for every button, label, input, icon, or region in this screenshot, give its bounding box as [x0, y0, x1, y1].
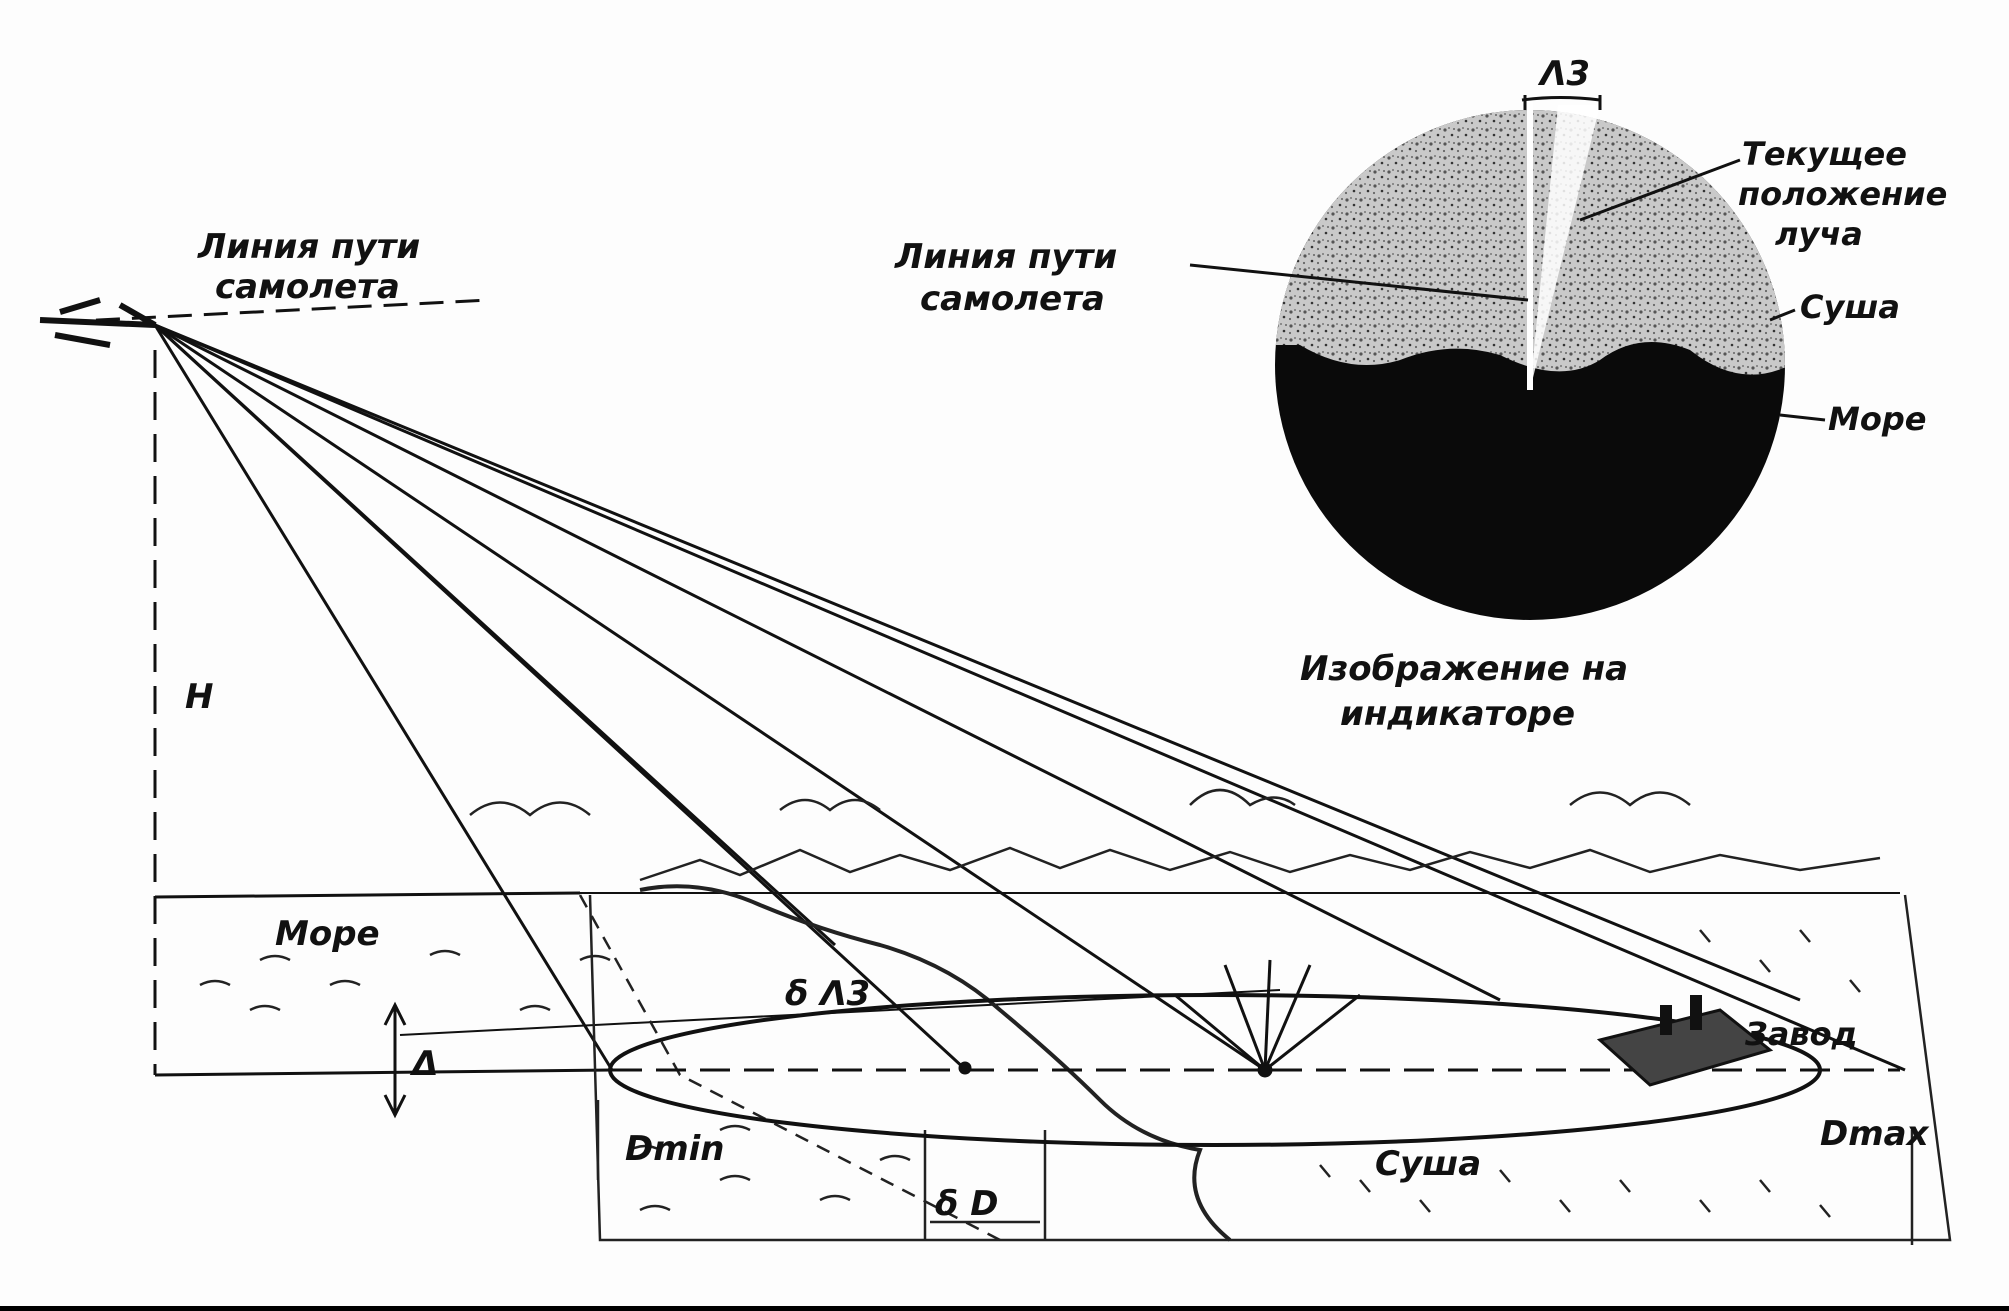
base-line: [154, 1068, 613, 1077]
angle-arrow-up: [383, 1001, 407, 1026]
dmax-label: Dmax: [1820, 1114, 1930, 1154]
indicator-caption-2: индикаторе: [1340, 694, 1575, 734]
cloud: [1569, 791, 1691, 807]
beam-az-label: Λ3: [1537, 54, 1590, 94]
ground-divider: [578, 894, 1001, 1242]
angle-arrow-down: [383, 1094, 407, 1119]
indicator-caption-1: Изображение на: [1300, 649, 1628, 689]
beam-line: [154, 323, 1906, 1072]
sea-waves: [629, 1124, 911, 1212]
beam-lines: [153, 323, 1906, 1072]
beam-line: [153, 324, 614, 1071]
factory-label: Завод: [1744, 1015, 1857, 1053]
angle-label: Δ: [409, 1044, 438, 1084]
land-ground-label: Суша: [1375, 1144, 1481, 1184]
beam-line: [154, 323, 1266, 1072]
current-beam-label-3: луча: [1775, 215, 1863, 253]
current-beam-label-1: Текущее: [1742, 135, 1907, 173]
sea-ground-label: Море: [275, 914, 380, 954]
cloud: [779, 798, 881, 812]
radar-scope-icon: [1275, 95, 1785, 620]
beam-line: [154, 323, 1501, 1002]
dmin-label: Dmin: [625, 1129, 725, 1169]
flight-path-scope-label-1: Линия пути: [894, 237, 1117, 277]
horizon-line: [154, 891, 581, 899]
current-beam-label-2: положение: [1738, 175, 1947, 213]
beam-line: [153, 323, 968, 1072]
cloud: [1189, 788, 1296, 807]
delta-az-label: δ Λ3: [785, 974, 870, 1014]
beam-line: [154, 323, 1801, 1002]
sea-scope-label: Море: [1828, 400, 1926, 438]
delta-d-label: δ D: [935, 1184, 998, 1224]
ground-plane: [199, 788, 1952, 1245]
aircraft-icon: [39, 297, 491, 348]
reflection-arrows: [958, 959, 1361, 1078]
azimuth-arc: [1521, 96, 1601, 102]
factory-icon: [1596, 995, 1774, 1087]
coastline: [639, 884, 1232, 1242]
flight-path-top-label-2: самолета: [215, 267, 400, 307]
sea-waves: [199, 949, 611, 1012]
flight-path-top-label-1: Линия пути: [197, 227, 420, 267]
leader-lines: [1189, 158, 1826, 422]
height-label: H: [185, 677, 213, 717]
land-scope-label: Суша: [1800, 288, 1900, 326]
flight-path-scope-label-2: самолета: [920, 279, 1105, 319]
mountains: [639, 846, 1881, 882]
ground-outline: [588, 894, 1952, 1242]
cloud: [469, 801, 591, 817]
height-geometry: [153, 350, 1900, 1119]
beam-sector: [1530, 105, 1600, 390]
land-ticks: [1319, 929, 1861, 1218]
